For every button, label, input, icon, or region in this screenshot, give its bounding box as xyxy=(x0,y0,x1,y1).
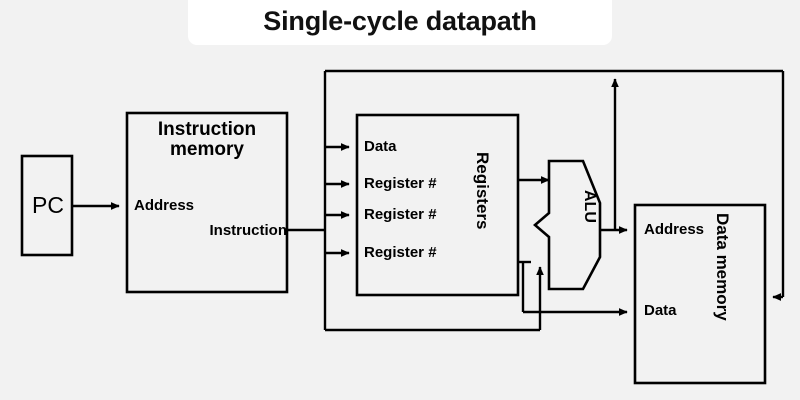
registers-input-label-2: Register # xyxy=(364,206,437,223)
alu-block xyxy=(533,159,602,291)
instruction-memory-title: Instruction memory xyxy=(127,120,287,160)
registers-block xyxy=(355,113,520,297)
instruction-memory-block xyxy=(125,111,289,294)
data-memory-data-label: Data xyxy=(644,302,677,319)
data-memory-address-label: Address xyxy=(644,221,705,238)
page-title: Single-cycle datapath xyxy=(263,6,537,36)
registers-input-label-3: Register # xyxy=(364,244,437,261)
pc-label: PC xyxy=(32,192,64,218)
data-memory-block xyxy=(633,203,767,385)
registers-side-label: Registers xyxy=(473,152,492,230)
instruction-memory-instruction-label: Instruction xyxy=(209,222,288,239)
registers-input-label-1: Register # xyxy=(364,175,437,192)
instruction-memory-title-line2: memory xyxy=(170,139,244,160)
instruction-memory-address-label: Address xyxy=(134,197,195,214)
registers-input-label-data: Data xyxy=(364,138,397,155)
instruction-memory-title-line1: Instruction xyxy=(157,119,257,140)
pc-block xyxy=(20,154,74,257)
data-memory-side-label: Data memory xyxy=(713,213,732,321)
title-banner: Single-cycle datapath xyxy=(188,0,612,45)
alu-label: ALU xyxy=(581,190,598,223)
